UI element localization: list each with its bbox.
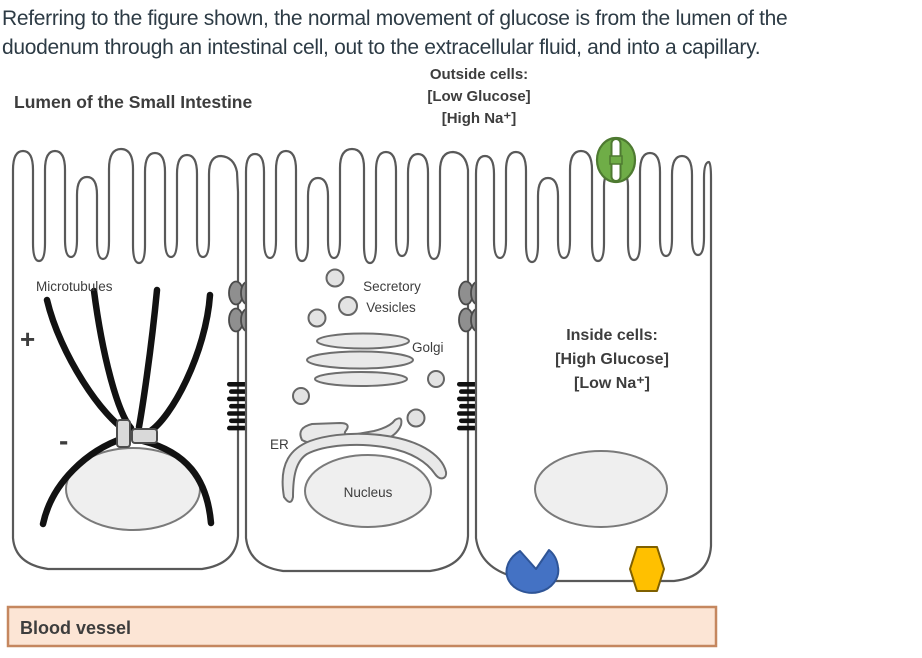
right-cell-nucleus: [534, 450, 668, 528]
minus-end-label: -: [59, 425, 68, 456]
blood-vessel-label: Blood vessel: [20, 618, 131, 638]
secretory-vesicle: [406, 408, 426, 428]
outside-cells-title: Outside cells:: [430, 66, 528, 83]
secretory-vesicles-label-line1: Secretory: [363, 279, 421, 294]
plus-end-label: +: [20, 324, 35, 354]
middle-cell: Secretory Vesicles Golgi ER Nucleus: [244, 147, 470, 573]
microtubule-line: [139, 437, 215, 527]
nucleus-label: Nucleus: [344, 485, 393, 500]
blood-vessel: Blood vessel: [6, 605, 718, 648]
secretory-vesicle: [338, 296, 358, 316]
glucose-uniporter: [505, 549, 560, 594]
secretory-vesicle: [325, 268, 345, 288]
microtubule-line: [135, 286, 161, 431]
secretory-vesicle: [427, 370, 445, 388]
microtubule-line: [39, 434, 128, 528]
green-channel-gate: [609, 155, 623, 165]
outside-cells-sodium: [High Na⁺]: [442, 110, 517, 127]
right-cell: Inside cells: [High Glucose] [Low Na⁺]: [474, 136, 713, 594]
inside-cells-glucose: [High Glucose]: [555, 351, 669, 368]
inside-cells-sodium: [Low Na⁺]: [574, 375, 650, 392]
golgi-cisterna: [306, 350, 414, 370]
inside-cells-title: Inside cells:: [566, 327, 658, 344]
outside-cells-caption: Outside cells: [Low Glucose] [High Na⁺]: [427, 66, 530, 127]
secretory-vesicle: [307, 308, 327, 328]
secretory-vesicle: [292, 387, 310, 405]
secretory-vesicles-label-line2: Vesicles: [366, 300, 416, 315]
lumen-label: Lumen of the Small Intestine: [14, 92, 252, 112]
golgi-cisterna: [314, 371, 408, 387]
er-crescent: [281, 432, 448, 503]
question-text: Referring to the figure shown, the norma…: [2, 4, 920, 62]
middle-cell-nucleus: [304, 454, 432, 528]
microtubules-label: Microtubules: [36, 279, 113, 294]
question-line-2: duodenum through an intestinal cell, out…: [2, 36, 761, 59]
outside-cells-glucose: [Low Glucose]: [427, 88, 530, 105]
sodium-potassium-pump: [629, 546, 665, 592]
left-cell: Microtubules + -: [11, 147, 240, 571]
sodium-glucose-cotransporter: [595, 136, 637, 184]
question-line-1: Referring to the figure shown, the norma…: [2, 7, 788, 30]
microtubule-line: [145, 291, 214, 436]
inside-cells-caption: Inside cells: [High Glucose] [Low Na⁺]: [555, 327, 669, 392]
blood-vessel-box: [6, 605, 718, 648]
golgi-label: Golgi: [412, 340, 444, 355]
golgi-cisterna: [316, 332, 410, 350]
er-label: ER: [270, 437, 289, 452]
centriole: [116, 419, 131, 448]
centriole: [131, 428, 158, 444]
